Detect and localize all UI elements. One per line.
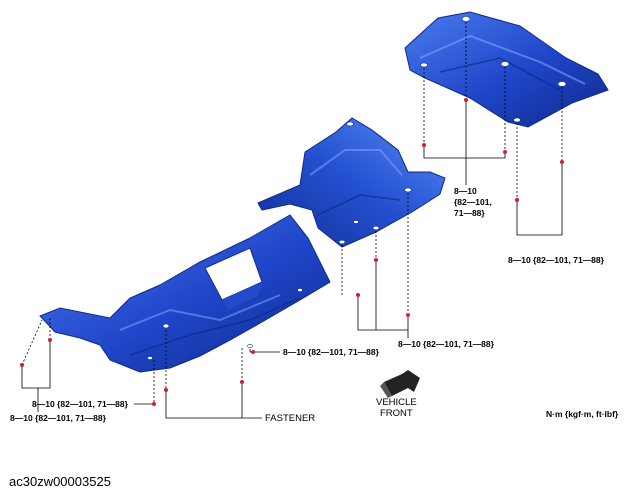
- bolt-marker: [464, 98, 468, 102]
- vehicle-front-label-line1: VEHICLE: [376, 397, 417, 408]
- bolt-marker: [515, 198, 519, 202]
- rear-under-cover: [39, 214, 331, 373]
- bolt-marker: [560, 160, 564, 164]
- bolt-marker: [20, 363, 24, 367]
- fastener-label: FASTENER: [265, 413, 315, 424]
- bolt-marker: [503, 150, 507, 154]
- vehicle-front-label-line2: FRONT: [380, 408, 413, 419]
- bolt-marker: [422, 143, 426, 147]
- torque-label-top-line2: {82—101,: [454, 197, 492, 207]
- bolt-marker: [164, 388, 168, 392]
- middle-under-cover: [257, 117, 446, 248]
- front-under-cover: [404, 11, 609, 128]
- bolt-marker: [48, 338, 52, 342]
- torque-label-left-lower: 8—10 {82—101, 71—88}: [10, 413, 107, 423]
- torque-label-left-upper: 8—10 {82—101, 71—88}: [32, 399, 129, 409]
- bolt-marker: [251, 350, 255, 354]
- torque-label-center: 8—10 {82—101, 71—88}: [283, 347, 380, 357]
- bolt-markers: [20, 98, 564, 406]
- torque-label-top-line1: 8—10: [454, 186, 477, 196]
- bolt-marker: [374, 258, 378, 262]
- torque-label-middle: 8—10 {82—101, 71—88}: [398, 339, 495, 349]
- torque-label-top-line3: 71—88}: [454, 208, 485, 218]
- torque-label-right: 8—10 {82—101, 71—88}: [508, 255, 605, 265]
- units-label: N·m {kgf·m, ft·lbf}: [546, 409, 619, 419]
- bolt-marker: [240, 380, 244, 384]
- bolt-marker: [152, 402, 156, 406]
- vehicle-front-arrow-icon: [380, 370, 420, 398]
- bolt-marker: [406, 313, 410, 317]
- figure-code: ac30zw00003525: [9, 474, 111, 489]
- bolt-marker: [356, 293, 360, 297]
